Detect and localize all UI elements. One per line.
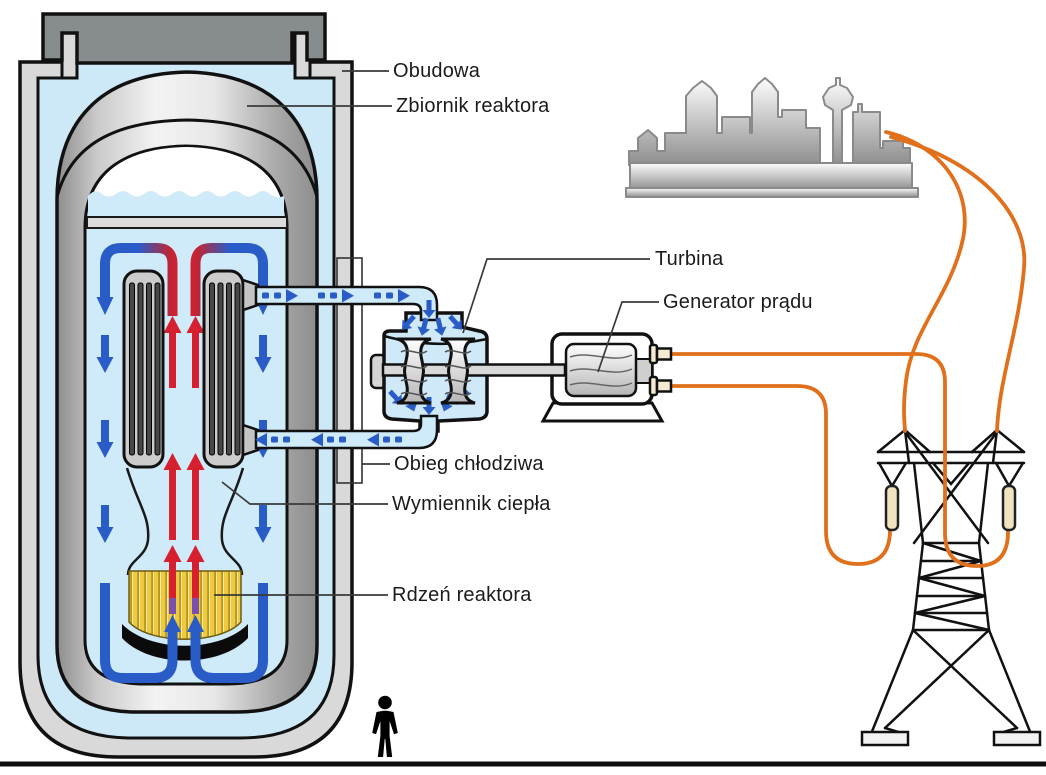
scale-person-icon <box>372 695 398 757</box>
core-barrel-outline <box>125 467 245 576</box>
coolant-recirculation-pipes <box>100 583 268 683</box>
label-leader-lines <box>214 70 659 596</box>
coolant-circuit-bracket <box>336 257 363 484</box>
wire-generator-bottom <box>668 384 892 566</box>
tower-insulators <box>884 484 1017 532</box>
label-generator: Generator prądu <box>663 291 813 313</box>
wire-generator-top <box>668 352 1010 568</box>
power-wires <box>668 130 1027 568</box>
feedwater-inlet-nozzle <box>241 423 260 457</box>
heat-exchanger-right <box>202 269 260 469</box>
label-turbine: Turbina <box>655 248 724 270</box>
steam-flow-arrows-right <box>262 289 410 303</box>
core-support-crescent <box>122 624 248 661</box>
containment-cap <box>41 12 327 65</box>
steam-pipe-return <box>254 414 439 450</box>
hot-flow-arrows <box>163 316 205 614</box>
turbine-interior <box>383 300 488 415</box>
generator-rotor <box>564 342 638 398</box>
reactor-core-graphic <box>122 570 248 661</box>
turbine-rotors <box>396 337 476 405</box>
leader-heat-exchanger <box>221 481 388 505</box>
wire-city-outer <box>889 135 1027 433</box>
label-reactor-core: Rdzeń reaktora <box>392 584 532 606</box>
steam-pipe-hot <box>254 285 439 322</box>
upper-coolant-loop <box>100 243 268 316</box>
core-inlet-arrows <box>164 615 204 650</box>
transmission-tower <box>860 428 1042 747</box>
label-reactor-vessel: Zbiornik reaktora <box>396 95 550 117</box>
steam-region <box>88 147 284 222</box>
generator-bushings <box>648 343 673 397</box>
leader-generator <box>597 301 659 373</box>
city-skyline <box>625 77 919 198</box>
steam-flow-arrows-left <box>255 433 402 447</box>
heat-exchanger-left <box>122 269 165 469</box>
leader-turbine <box>462 258 650 334</box>
label-containment: Obudowa <box>393 60 481 82</box>
turbine-blade-lines <box>400 349 472 396</box>
label-coolant-loop: Obieg chłodziwa <box>394 453 544 475</box>
wire-city-inner <box>884 130 967 433</box>
label-heat-exchanger: Wymiennik ciepła <box>392 493 551 515</box>
